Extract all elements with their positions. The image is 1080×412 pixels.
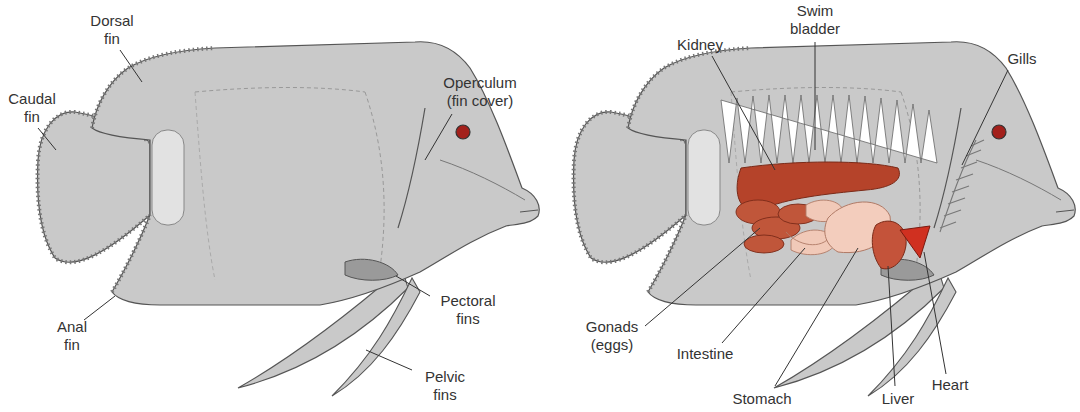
part-label: Gills — [1007, 50, 1036, 68]
fish-outline — [38, 42, 540, 396]
leader-line — [84, 296, 115, 320]
part-label: Heart — [932, 376, 969, 394]
part-label: Kidney — [677, 36, 723, 54]
part-label: Anal fin — [51, 318, 93, 354]
part-label: Gonads (eggs) — [580, 318, 644, 354]
leader-line — [722, 248, 805, 343]
leader-line — [396, 276, 430, 296]
part-label: Operculum (fin cover) — [435, 74, 525, 110]
gill-organ — [940, 140, 984, 232]
leader-line — [38, 128, 56, 150]
liver-organ — [872, 221, 906, 269]
leader-line — [645, 228, 760, 326]
part-label: Liver — [882, 390, 915, 408]
leader-line — [775, 248, 858, 386]
part-label: Pectoral fins — [433, 292, 503, 328]
part-label: Dorsal fin — [84, 12, 140, 48]
part-label: Stomach — [732, 390, 791, 408]
part-label: Caudal fin — [4, 90, 60, 126]
leader-line — [425, 114, 452, 160]
leader-line — [366, 350, 412, 370]
leader-line — [712, 56, 775, 170]
part-label: Intestine — [677, 345, 734, 363]
spine — [721, 95, 937, 163]
heart-organ — [900, 226, 930, 258]
fish-outline — [574, 42, 1076, 396]
leader-line — [888, 266, 895, 386]
leader-line — [815, 42, 816, 150]
leader-line — [962, 70, 1008, 165]
part-label: Swim bladder — [783, 2, 847, 38]
organs — [721, 95, 984, 269]
leader-lines — [38, 42, 1008, 386]
leader-line — [924, 252, 946, 374]
part-label: Pelvic fins — [417, 368, 473, 404]
leader-line — [120, 50, 142, 82]
